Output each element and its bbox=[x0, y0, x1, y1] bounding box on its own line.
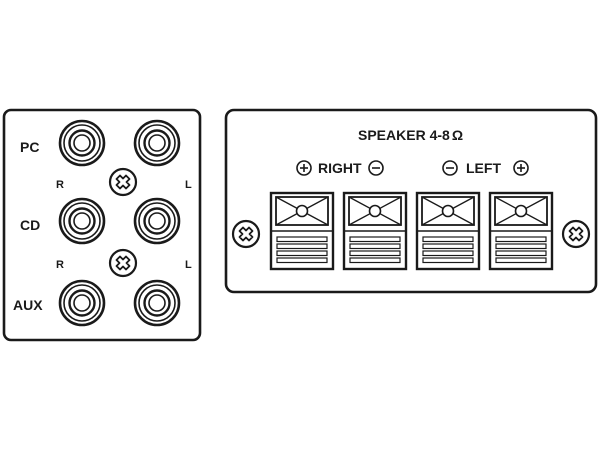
right-plus-icon bbox=[296, 160, 312, 176]
aux-right-rca-jack[interactable] bbox=[58, 279, 106, 327]
input-panel: PC CD AUX R L R L bbox=[2, 108, 202, 342]
cd-left-rca-jack[interactable] bbox=[133, 197, 181, 245]
input-label-pc: PC bbox=[20, 139, 39, 155]
input-label-cd: CD bbox=[20, 217, 40, 233]
right-negative-speaker-terminal[interactable] bbox=[342, 191, 408, 271]
cd-right-rca-jack[interactable] bbox=[58, 197, 106, 245]
speaker-screw-right-icon bbox=[561, 219, 591, 249]
aux-left-rca-jack[interactable] bbox=[133, 279, 181, 327]
input-label-aux: AUX bbox=[13, 297, 43, 313]
pc-left-rca-jack[interactable] bbox=[133, 119, 181, 167]
left-negative-speaker-terminal[interactable] bbox=[415, 191, 481, 271]
right-minus-icon bbox=[368, 160, 384, 176]
channel-r-label: R bbox=[56, 179, 64, 191]
left-channel-label: LEFT bbox=[466, 160, 501, 176]
channel-l-label: L bbox=[185, 179, 192, 191]
pc-right-rca-jack[interactable] bbox=[58, 119, 106, 167]
left-minus-icon bbox=[442, 160, 458, 176]
channel-l-label: L bbox=[185, 259, 192, 271]
left-plus-icon bbox=[513, 160, 529, 176]
input-screw-upper-icon bbox=[108, 167, 138, 197]
right-positive-speaker-terminal[interactable] bbox=[269, 191, 335, 271]
speaker-screw-left-icon bbox=[231, 219, 261, 249]
right-channel-label: RIGHT bbox=[318, 160, 362, 176]
input-screw-lower-icon bbox=[108, 248, 138, 278]
channel-r-label: R bbox=[56, 259, 64, 271]
left-positive-speaker-terminal[interactable] bbox=[488, 191, 554, 271]
